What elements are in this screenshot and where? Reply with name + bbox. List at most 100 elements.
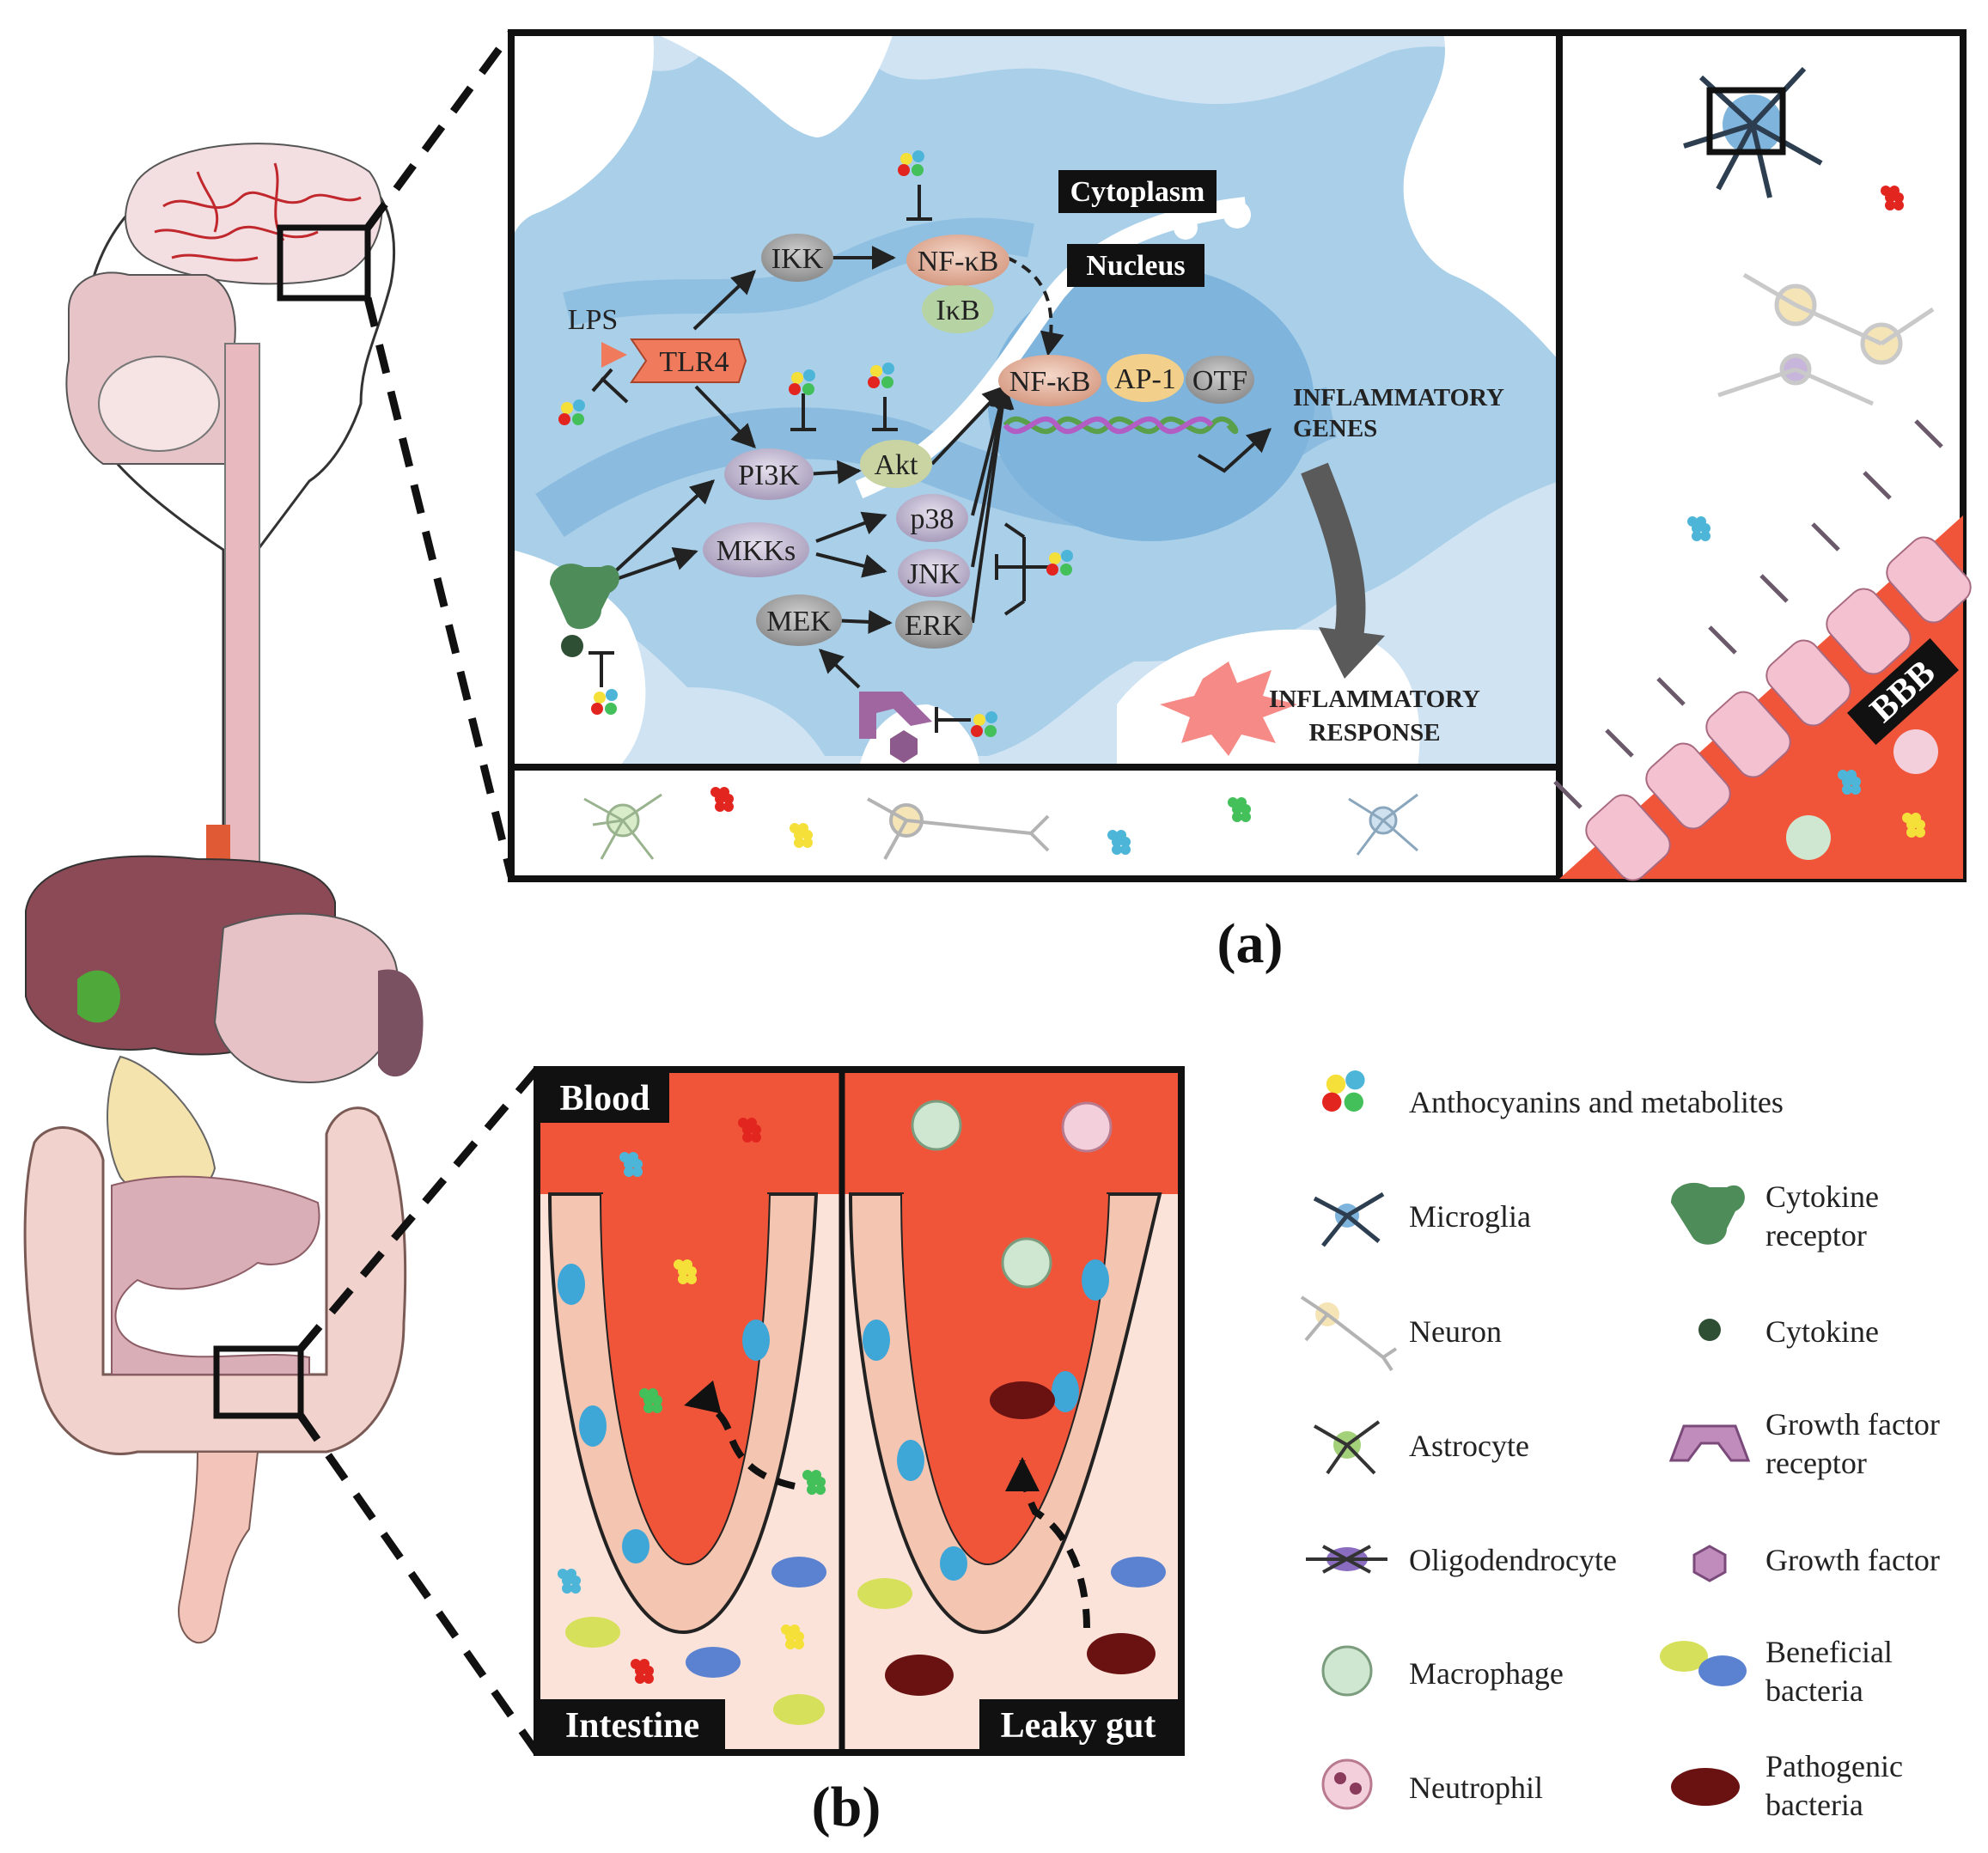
svg-text:Cytokine: Cytokine [1765,1179,1879,1214]
intestine-label: Intestine [565,1706,699,1746]
svg-text:bacteria: bacteria [1765,1673,1863,1708]
stomach [213,912,400,1084]
neuron-zoom [1717,272,1935,406]
neutrophil-icon [1061,1101,1113,1153]
nucleus-label: Nucleus [1086,250,1185,282]
svg-text:PI3K: PI3K [738,460,800,491]
blood-label: Blood [559,1079,649,1119]
svg-text:Macrophage: Macrophage [1409,1656,1564,1691]
inhibition-marks [588,185,1048,733]
panel-b: Blood Intestine Leaky gut (b) [534,1066,1185,1838]
leaky-gut-label: Leaky gut [1001,1706,1156,1746]
node-jnk: JNK [898,549,970,597]
node-ap1: AP-1 [1107,354,1184,402]
svg-text:MEK: MEK [766,606,832,637]
brain-zoom-box [277,224,371,302]
svg-text:IKK: IKK [771,243,824,275]
svg-text:Cytokine: Cytokine [1765,1314,1879,1349]
legend-neutrophil: Neutrophil [1321,1759,1543,1810]
cytokine-icon [561,635,583,657]
brain [125,143,383,285]
svg-text:receptor: receptor [1765,1446,1867,1480]
svg-text:Akt: Akt [875,449,919,481]
gut-zoom-box [213,1345,304,1419]
legend-growth-factor: Growth factor [1692,1543,1940,1582]
svg-text:Pathogenic: Pathogenic [1765,1749,1903,1783]
neutrophil-icon [1893,729,1938,774]
legend-cytokine-receptor: Cytokine receptor [1671,1179,1879,1253]
growth-factor-receptor-icon [859,692,932,739]
beneficial-bacteria-icon [857,1578,912,1609]
svg-text:NF-κB: NF-κB [918,246,999,277]
astrocyte-icon [583,793,662,860]
node-ikk: IKK [761,234,833,282]
svg-text:JNK: JNK [907,558,961,590]
svg-text:AP-1: AP-1 [1114,363,1176,395]
node-lps: LPS [568,304,627,368]
inflammatory-response-line2: RESPONSE [1308,719,1440,747]
svg-text:NF-κB: NF-κB [1009,366,1091,398]
legend-growth-factor-receptor: Growth factor receptor [1668,1407,1940,1480]
node-mek: MEK [756,594,842,646]
microglia-icon [1348,793,1418,856]
node-p38: p38 [896,494,968,542]
cytoplasm-label: Cytoplasm [1070,176,1205,208]
nucleus-region [988,266,1314,541]
svg-text:Growth factor: Growth factor [1765,1407,1940,1442]
response-arrow [1301,462,1366,638]
svg-text:Growth factor: Growth factor [1765,1543,1940,1577]
inflammation-burst [1160,661,1297,756]
dna-helix [1003,416,1239,435]
pathogenic-bacteria-icon [1087,1633,1156,1674]
beneficial-bacteria-icon [686,1647,741,1678]
legend-astrocyte: Astrocyte [1313,1420,1529,1475]
beneficial-bacteria-icon [773,1694,825,1725]
node-ikb: IκB [922,285,994,333]
legend-oligodendrocyte: Oligodendrocyte [1306,1543,1617,1577]
svg-text:TLR4: TLR4 [659,346,729,378]
svg-text:receptor: receptor [1765,1218,1867,1253]
svg-text:IκB: IκB [936,295,979,326]
svg-text:OTF: OTF [1192,365,1247,397]
pathogenic-bacteria-icon [885,1655,954,1696]
macrophage-icon [911,1100,962,1151]
svg-text:Microglia: Microglia [1409,1199,1531,1234]
legend-cytokine: Cytokine [1698,1314,1879,1349]
inflammatory-genes-line1: INFLAMMATORY [1293,384,1504,411]
bbb-endothelium [1585,536,1972,881]
panel-b-label: (b) [812,1776,881,1838]
cytokine-receptor-icon [550,564,619,630]
svg-text:Oligodendrocyte: Oligodendrocyte [1409,1543,1617,1577]
glial-strip [508,764,1563,882]
legend-anthocyanins: Anthocyanins and metabolites [1322,1070,1784,1119]
neuron-icon [867,797,1050,860]
node-nfkb-nucleus: NF-κB [998,355,1101,406]
node-akt: Akt [860,440,932,488]
svg-text:ERK: ERK [905,610,963,642]
node-nfkb-cytoplasm: NF-κB [906,235,1009,286]
svg-text:Beneficial: Beneficial [1765,1635,1893,1669]
legend-neuron: Neuron [1300,1295,1502,1372]
pathogenic-bacteria-icon [990,1381,1055,1419]
svg-text:Neuron: Neuron [1409,1314,1502,1349]
svg-text:p38: p38 [911,503,954,535]
svg-text:MKKs: MKKs [717,535,796,567]
node-otf: OTF [1186,356,1254,404]
node-mkks: MKKs [703,522,809,577]
svg-text:Anthocyanins and metabolites: Anthocyanins and metabolites [1409,1085,1784,1119]
inflammatory-genes-line2: GENES [1293,415,1377,442]
small-intestine [111,1175,320,1375]
legend-pathogenic-bacteria: Pathogenic bacteria [1671,1749,1903,1822]
legend-macrophage: Macrophage [1321,1645,1564,1697]
node-tlr4: TLR4 [630,338,747,383]
microglia-zoom [1683,66,1823,198]
beneficial-bacteria-icon [771,1557,826,1588]
panel-a: Cytoplasm Nucleus [508,29,1972,975]
svg-text:bacteria: bacteria [1765,1788,1863,1822]
beneficial-bacteria-icon [1111,1557,1166,1588]
goblet-cells [558,1259,1109,1581]
panel-a-label: (a) [1217,912,1284,975]
signaling-arrows [600,246,1272,689]
legend: Anthocyanins and metabolites Microglia C… [1300,1070,1940,1822]
